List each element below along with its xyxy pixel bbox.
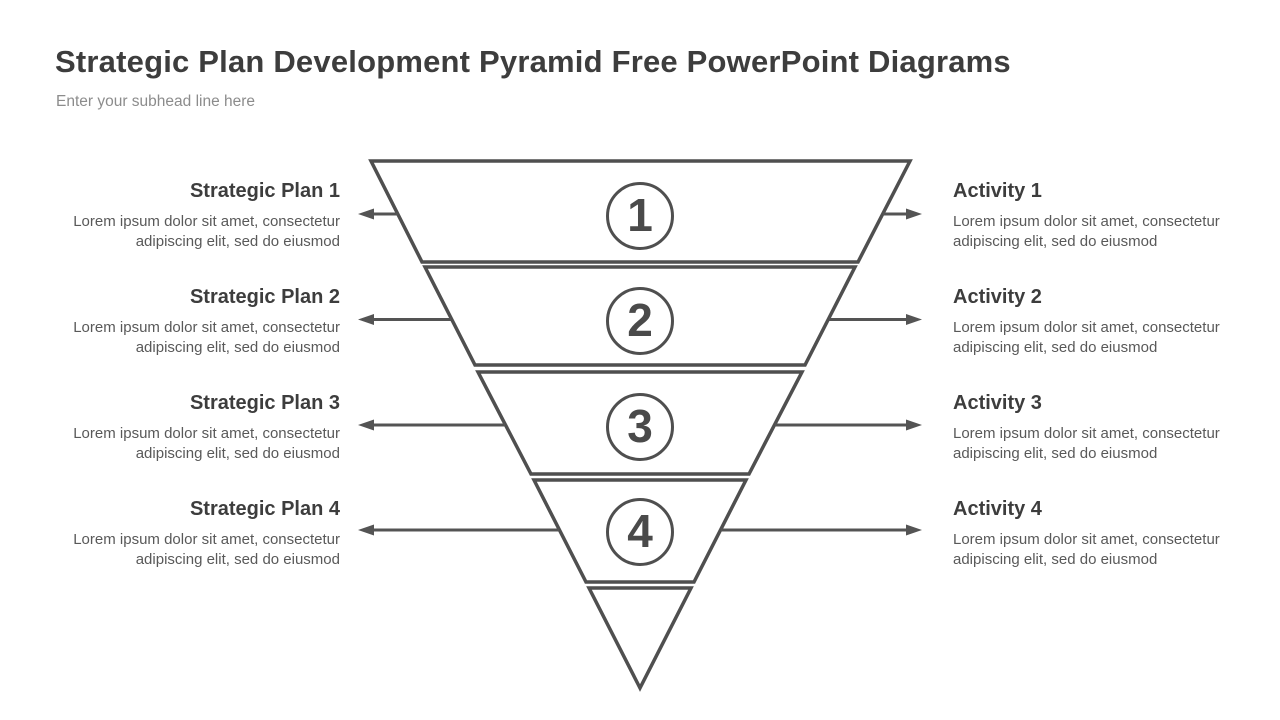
arrow-right-level-1: [883, 208, 922, 220]
level-2-right-text: Activity 2 Lorem ipsum dolor sit amet, c…: [953, 285, 1243, 357]
arrow-right-level-4: [721, 524, 922, 536]
arrow-right-level-3: [775, 419, 922, 431]
level-1-left-title: Strategic Plan 1: [189, 180, 340, 202]
arrow-left-icon: [358, 314, 374, 325]
level-2-right-title: Activity 2: [953, 286, 1042, 308]
level-2-right-body: Lorem ipsum dolor sit amet, consectetur …: [953, 319, 1220, 356]
pyramid-tip-shape: [586, 586, 694, 692]
level-3-left-title: Strategic Plan 3: [189, 392, 340, 414]
arrow-left-level-1: [358, 208, 398, 220]
arrow-right-icon: [906, 208, 922, 220]
level-3-left-body: Lorem ipsum dolor sit amet, consectetur …: [73, 425, 340, 462]
level-3-right-body: Lorem ipsum dolor sit amet, consectetur …: [953, 425, 1220, 462]
level-1-right-text: Activity 1 Lorem ipsum dolor sit amet, c…: [953, 179, 1243, 251]
arrow-right-icon: [906, 419, 922, 431]
arrow-left-level-3: [358, 419, 505, 431]
level-3-number: 3: [627, 399, 653, 452]
level-1-number-circle: 1: [606, 182, 674, 250]
level-1-right-body: Lorem ipsum dolor sit amet, consectetur …: [953, 213, 1220, 250]
level-4-left-body: Lorem ipsum dolor sit amet, consectetur …: [73, 531, 340, 568]
arrow-left-icon: [358, 419, 374, 431]
arrow-right-icon: [906, 314, 922, 325]
level-1-left-body: Lorem ipsum dolor sit amet, consectetur …: [73, 213, 340, 250]
level-1-number: 1: [627, 189, 653, 241]
level-4-right-body: Lorem ipsum dolor sit amet, consectetur …: [953, 531, 1220, 568]
page-subtitle: Enter your subhead line here: [56, 93, 256, 110]
level-4-number-circle: 4: [606, 498, 674, 566]
level-4-left-title: Strategic Plan 4: [189, 498, 340, 520]
level-1-left-text: Strategic Plan 1 Lorem ipsum dolor sit a…: [40, 179, 340, 251]
level-2-left-title: Strategic Plan 2: [189, 286, 340, 308]
level-2-number: 2: [627, 294, 653, 346]
level-4-right-text: Activity 4 Lorem ipsum dolor sit amet, c…: [953, 497, 1243, 569]
level-3-left-text: Strategic Plan 3 Lorem ipsum dolor sit a…: [40, 391, 340, 463]
arrow-left-level-2: [358, 314, 451, 325]
level-4-number: 4: [627, 505, 653, 557]
level-3-right-text: Activity 3 Lorem ipsum dolor sit amet, c…: [953, 391, 1243, 463]
arrow-left-level-4: [358, 524, 559, 536]
level-3-number-circle: 3: [606, 392, 674, 461]
arrow-right-icon: [906, 524, 922, 536]
level-2-number-circle: 2: [606, 287, 674, 355]
arrow-right-level-2: [829, 314, 922, 325]
level-2-left-body: Lorem ipsum dolor sit amet, consectetur …: [73, 319, 340, 356]
level-1-right-title: Activity 1: [953, 180, 1042, 202]
arrow-left-icon: [358, 524, 374, 536]
arrow-left-icon: [358, 208, 374, 220]
level-3-right-title: Activity 3: [953, 392, 1042, 414]
page-title: Strategic Plan Development Pyramid Free …: [55, 44, 1011, 79]
level-4-left-text: Strategic Plan 4 Lorem ipsum dolor sit a…: [40, 497, 340, 569]
level-4-right-title: Activity 4: [953, 498, 1042, 520]
level-2-left-text: Strategic Plan 2 Lorem ipsum dolor sit a…: [40, 285, 340, 357]
